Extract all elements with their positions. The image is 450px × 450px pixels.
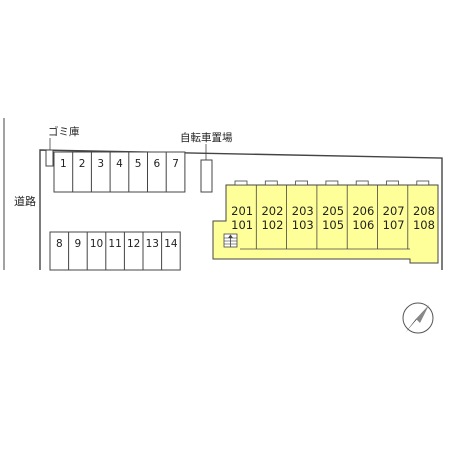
road-label: 道路 — [14, 195, 36, 208]
unit-tab — [355, 180, 369, 186]
unit-number-upper: 208 — [413, 204, 435, 218]
parking-space-label: 9 — [75, 238, 82, 250]
unit-number-lower: 108 — [413, 218, 435, 232]
unit-tab — [325, 180, 339, 186]
parking-space-label: 7 — [172, 158, 179, 170]
unit-tab — [386, 180, 399, 186]
unit-number-upper: 207 — [383, 204, 405, 218]
parking-space-label: 14 — [164, 238, 178, 250]
parking-space-label: 6 — [154, 158, 161, 170]
parking-space-label: 1 — [60, 158, 67, 170]
unit-tab — [264, 180, 278, 186]
unit-number-upper: 202 — [261, 204, 283, 218]
parking-space-label: 2 — [79, 158, 86, 170]
stairs-icon — [223, 233, 238, 248]
bicycle-parking-label: 自転車置場 — [180, 132, 233, 144]
trash-label: ゴミ庫 — [48, 126, 80, 138]
parking-space-label: 11 — [108, 238, 121, 250]
unit-number-lower: 106 — [352, 218, 374, 232]
unit-number-upper: 205 — [322, 204, 344, 218]
parking-space-label: 3 — [97, 158, 104, 170]
parking-space-label: 8 — [56, 238, 63, 250]
parking-row-outline — [49, 231, 181, 271]
unit-tab — [234, 180, 248, 186]
parking-space-label: 4 — [116, 158, 123, 170]
parking-row-outline — [53, 151, 186, 193]
site-boundary — [39, 149, 443, 270]
unit-tab — [416, 180, 430, 186]
parking-space-label: 10 — [90, 238, 103, 250]
parking-space-label: 5 — [135, 158, 142, 170]
unit-number-lower: 107 — [383, 218, 405, 232]
unit-number-upper: 206 — [352, 204, 374, 218]
building-footprint — [212, 184, 439, 264]
unit-number-lower: 103 — [292, 218, 314, 232]
unit-number-upper: 203 — [292, 204, 314, 218]
unit-number-lower: 102 — [261, 218, 283, 232]
unit-tabs — [234, 180, 430, 186]
bicycle-parking — [200, 159, 213, 193]
unit-number-lower: 101 — [231, 218, 253, 232]
parking-space-label: 12 — [127, 238, 140, 250]
unit-tab — [295, 180, 309, 186]
unit-dividers — [255, 185, 409, 249]
unit-number-lower: 105 — [322, 218, 344, 232]
parking-space-label: 13 — [146, 238, 159, 250]
unit-number-upper: 201 — [231, 204, 253, 218]
north-arrow-icon — [402, 302, 434, 334]
trash-storage — [45, 149, 54, 167]
